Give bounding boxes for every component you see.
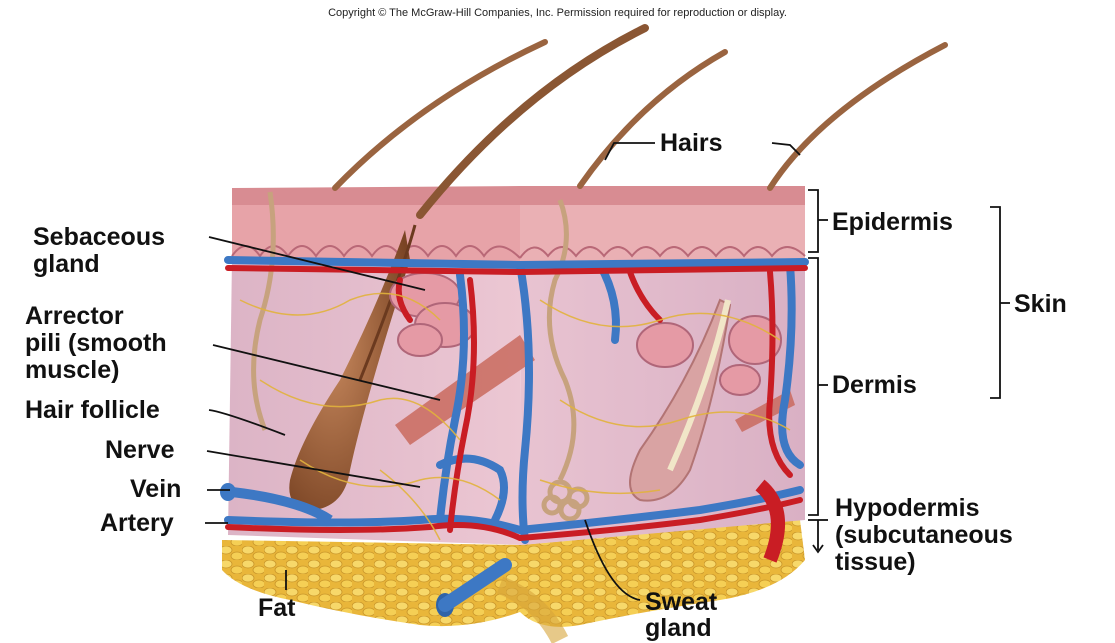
- label-sweat-gland: gland: [645, 615, 712, 642]
- label-skin: Skin: [1014, 291, 1067, 318]
- label-sebaceous-gland: gland: [33, 251, 100, 278]
- label-artery: Artery: [100, 510, 174, 537]
- label-hypodermis: Hypodermis: [835, 495, 979, 522]
- label-arrector-pili: pili (smooth: [25, 330, 167, 357]
- label-sebaceous: Sebaceous: [33, 224, 165, 251]
- label-nerve: Nerve: [105, 437, 175, 464]
- label-hypodermis-sub: (subcutaneous: [835, 522, 1013, 549]
- hair-4: [770, 45, 945, 188]
- label-hairs: Hairs: [660, 130, 723, 157]
- label-arrector: Arrector: [25, 303, 124, 330]
- label-hair-follicle: Hair follicle: [25, 397, 160, 424]
- label-arrector-muscle: muscle): [25, 357, 119, 384]
- label-fat: Fat: [258, 595, 296, 622]
- hair-3: [580, 52, 725, 186]
- label-epidermis: Epidermis: [832, 209, 953, 236]
- label-vein: Vein: [130, 476, 181, 503]
- label-sweat: Sweat: [645, 589, 717, 616]
- label-dermis: Dermis: [832, 372, 917, 399]
- label-hypodermis-tissue: tissue): [835, 549, 916, 576]
